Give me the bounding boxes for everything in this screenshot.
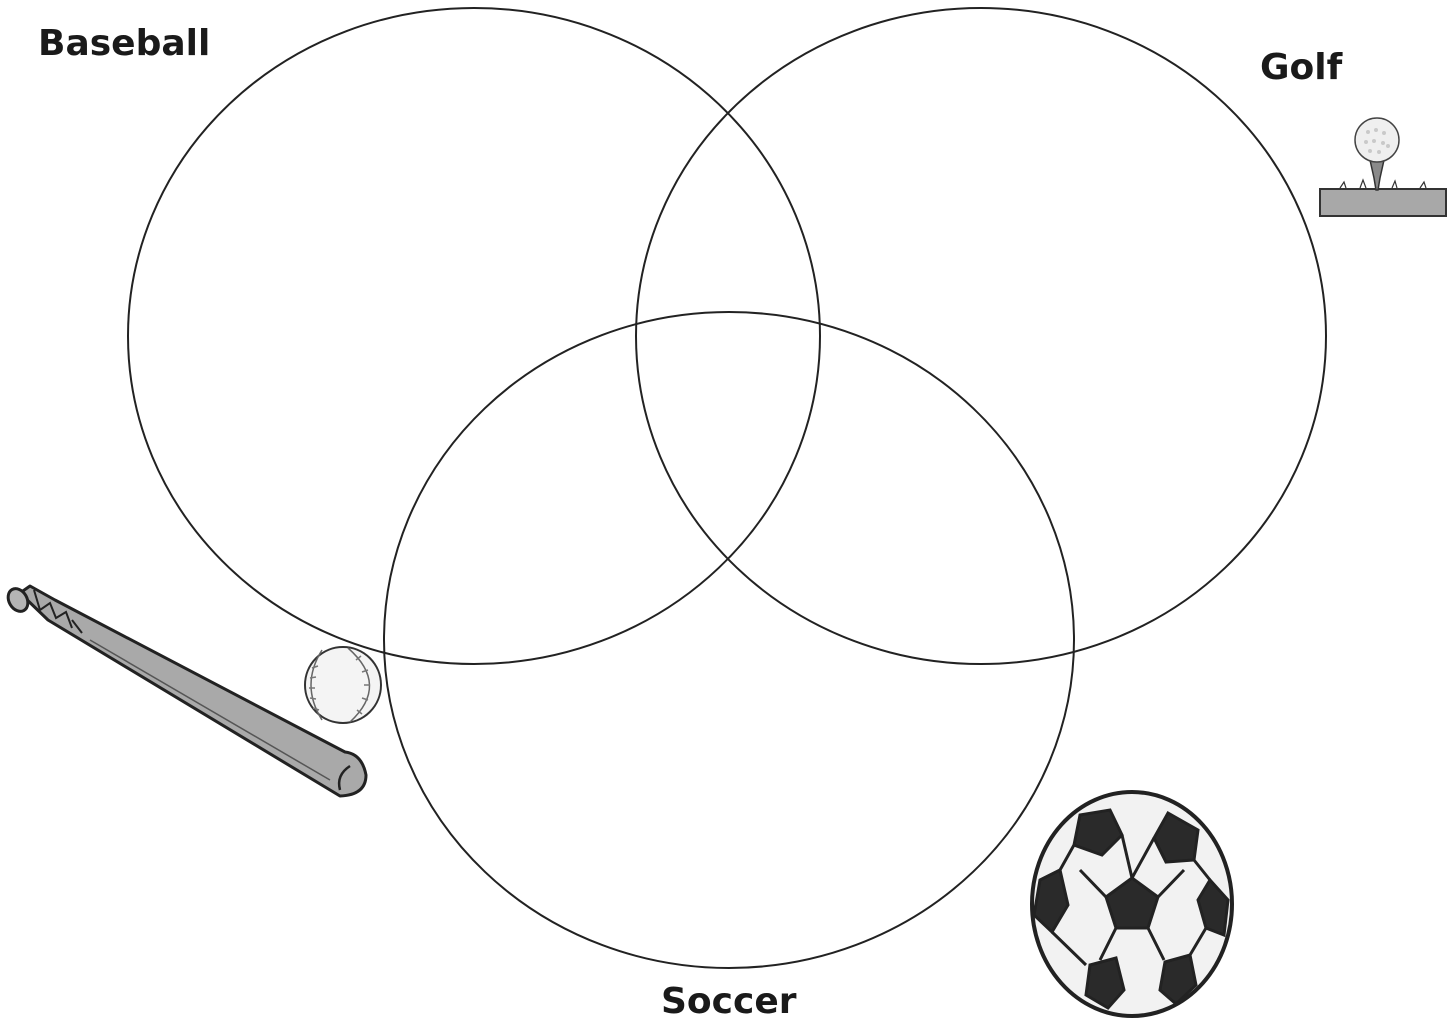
baseball-circle xyxy=(128,8,820,664)
golf-set-label: Golf xyxy=(1260,50,1342,86)
soccer-circle xyxy=(384,312,1074,968)
soccer-set-label: Soccer xyxy=(661,984,797,1020)
baseball-set-label: Baseball xyxy=(38,26,210,62)
baseball-icon xyxy=(305,647,381,723)
soccer-ball-icon xyxy=(1032,792,1232,1016)
golf-ball-on-tee-icon xyxy=(1320,118,1446,216)
golf-circle xyxy=(636,8,1326,664)
